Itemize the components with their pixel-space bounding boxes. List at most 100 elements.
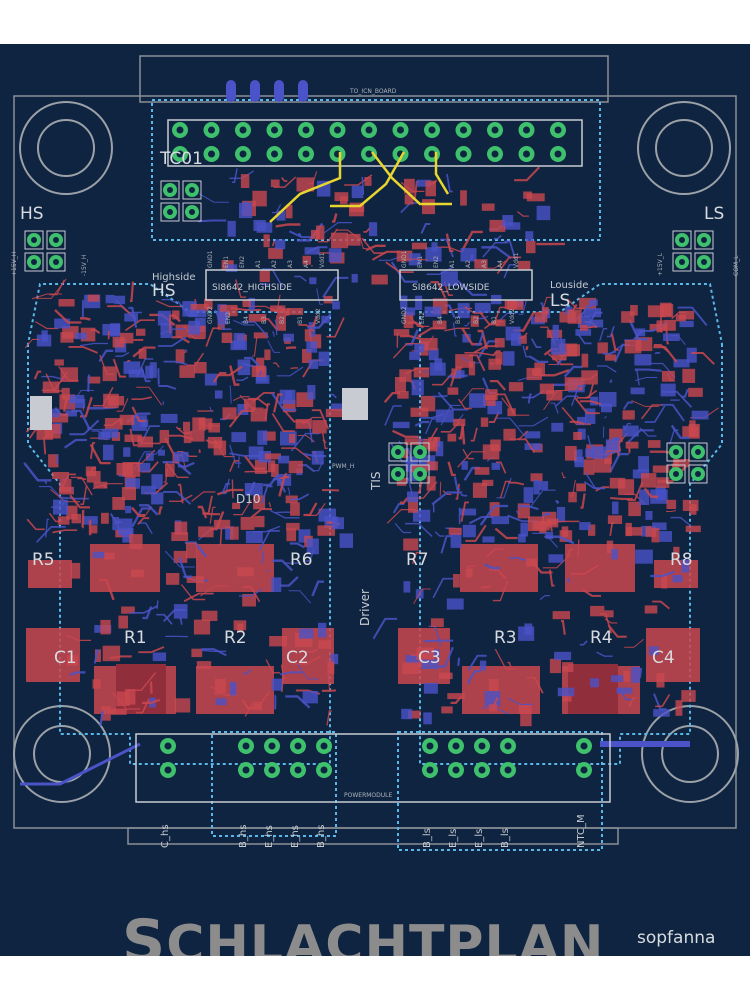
smd-pad-top (268, 460, 276, 471)
top-trace (332, 213, 338, 223)
smd-pad-bottom (524, 431, 541, 439)
top-trace (526, 676, 544, 694)
bottom-trace (221, 483, 231, 494)
smd-pad-top (254, 459, 267, 474)
top-trace (580, 400, 602, 406)
smd-pad-top (606, 540, 614, 554)
ls-power-connector-frame (694, 230, 714, 250)
smd-pad-bottom (457, 303, 470, 319)
header-pad-hole (397, 126, 404, 134)
header-pad-hole (176, 126, 184, 134)
bottom-trace (261, 551, 265, 565)
highlight-traces (269, 151, 452, 223)
smd-pad-top (312, 420, 327, 434)
top-trace (228, 410, 255, 428)
bottom-trace (587, 311, 603, 326)
smd-pad-bottom (403, 581, 411, 593)
smd-pad-top (526, 240, 536, 254)
smd-pad-top (474, 259, 488, 269)
top-trace (169, 494, 193, 502)
bottom-trace (563, 365, 583, 378)
smd-pad-bottom (65, 410, 77, 417)
title-first-letter: S (122, 907, 167, 956)
smd-pad-top (131, 569, 144, 578)
smd-pad-bottom (307, 385, 316, 400)
top-trace (628, 697, 636, 708)
chip-pin-label: EN2 (419, 312, 426, 324)
header-pad-hole (271, 150, 278, 158)
via-capsule (274, 80, 284, 102)
ls-power-connector-hole (679, 237, 685, 243)
smd-pad-bottom (225, 526, 234, 540)
bottom-trace (518, 299, 528, 315)
top-trace (406, 258, 428, 261)
chip-pin-label: EN1 (223, 256, 230, 268)
smd-pad-bottom (421, 659, 439, 669)
bottom-trace (147, 445, 164, 455)
smd-pad-bottom (605, 439, 619, 451)
bottom-trace (650, 570, 675, 578)
smd-pad-bottom (590, 319, 604, 328)
smd-pad-top (253, 332, 268, 339)
bottom-trace (274, 319, 278, 336)
smd-pad-top (268, 247, 283, 259)
smd-pad-bottom (75, 398, 86, 409)
smd-pad-top (426, 476, 436, 491)
bottom-trace (495, 417, 525, 437)
smd-pad-bottom (423, 712, 432, 725)
smd-pad-bottom (151, 474, 163, 489)
top-trace (548, 569, 555, 587)
smd-pad-top (318, 640, 332, 649)
top-trace (449, 366, 463, 387)
smd-pad-bottom (278, 455, 290, 464)
bottom-trace (164, 550, 195, 568)
header-pad-hole (208, 126, 215, 134)
top-trace (110, 655, 132, 660)
smd-pad-bottom (204, 373, 217, 386)
top-trace (69, 494, 90, 509)
tis-connector-frame (410, 464, 430, 484)
bottom-trace (243, 669, 251, 675)
top-trace (400, 181, 425, 192)
smd-pad-top (254, 515, 265, 528)
header-pad-hole (302, 150, 310, 158)
smd-pad-top (482, 395, 496, 406)
smd-pad-bottom (145, 453, 154, 461)
smd-pad-top (517, 260, 531, 270)
smd-pad-top (57, 516, 70, 525)
smd-pad-top (317, 525, 336, 536)
d10-label: D10 (236, 492, 261, 506)
bottom-trace (237, 456, 240, 468)
bottom-pad-hole (164, 766, 172, 774)
smd-pad-bottom (351, 185, 364, 199)
ls-power-connector-hole (701, 259, 707, 265)
smd-pad-bottom (460, 248, 477, 262)
top-trace (205, 495, 213, 515)
smd-pad-bottom (214, 390, 223, 399)
bottom-trace (99, 711, 104, 727)
bottom-trace (184, 541, 207, 558)
chip-pin-label: Vdd1 (513, 252, 520, 268)
smd-pad-top (237, 567, 254, 577)
top-trace (131, 506, 145, 517)
header-pad-hole (460, 150, 467, 158)
top-trace (494, 527, 518, 540)
smd-pad-bottom (525, 231, 534, 242)
bottom-trace (682, 388, 689, 398)
smd-pad-bottom (462, 334, 471, 343)
chip-pin-label: EN2 (239, 256, 246, 268)
smd-pad-bottom (339, 533, 353, 548)
ls-power-connector-frame (672, 252, 692, 272)
top-trace (492, 580, 509, 602)
smd-pad-top (259, 270, 270, 282)
smd-pad-bottom (548, 554, 564, 563)
smd-pad-top (198, 526, 214, 538)
smd-pad-bottom (392, 421, 410, 429)
hs-power-connector-frame (46, 252, 66, 272)
bottom-trace (361, 176, 365, 195)
bottom-trace (294, 275, 307, 282)
top-trace (643, 487, 658, 498)
smd-pad-top (302, 349, 312, 363)
bottom-pad-hole (268, 766, 276, 774)
smd-pad-bottom (227, 220, 236, 237)
